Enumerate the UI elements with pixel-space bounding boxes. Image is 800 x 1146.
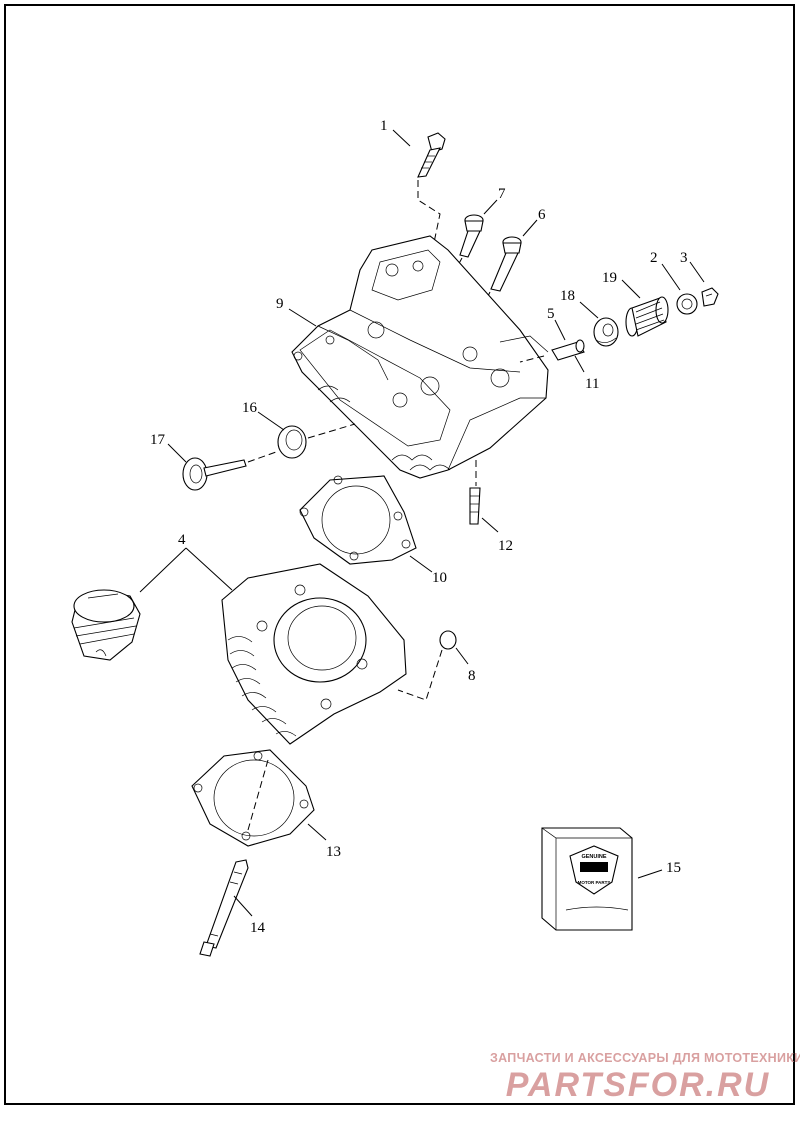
part-1-head-bolt	[417, 132, 446, 178]
callout-8: 8	[468, 668, 476, 684]
part-9-cylinder-head	[291, 235, 549, 479]
part-16-valve-seat	[277, 425, 307, 459]
part-4-cylinder	[221, 563, 407, 745]
callout-13: 13	[326, 844, 341, 860]
part-13-base-gasket	[191, 749, 315, 847]
part-3-keepers	[701, 287, 719, 307]
part-12-stud	[469, 487, 481, 525]
watermark-caption: ЗАПЧАСТИ И АКСЕССУАРЫ ДЛЯ МОТОТЕХНИКИ	[490, 1051, 800, 1065]
callout-12: 12	[498, 538, 513, 554]
part-10-head-gasket	[299, 475, 417, 565]
callout-18: 18	[560, 288, 575, 304]
badge-top-text: GENUINE	[581, 854, 606, 860]
callout-7: 7	[498, 186, 506, 202]
callout-10: 10	[432, 570, 447, 586]
callout-2: 2	[650, 250, 658, 266]
part-7-bolt	[459, 214, 484, 258]
callout-4: 4	[178, 532, 186, 548]
callout-6: 6	[538, 207, 546, 223]
diagram-frame	[4, 4, 795, 1105]
part-4-piston	[71, 589, 141, 661]
callout-19: 19	[602, 270, 617, 286]
part-19-valve-spring	[625, 296, 669, 337]
part-14-cylinder-stud	[199, 859, 249, 957]
callout-1: 1	[380, 118, 388, 134]
watermark-logo: PARTSFOR.RU	[506, 1066, 770, 1104]
genuine-motor-parts-badge-icon: GENUINE MOTOR PARTS	[569, 845, 619, 895]
part-8-dowel	[439, 630, 457, 650]
part-6-bolt	[490, 236, 522, 292]
part-15-kit-box: GENUINE MOTOR PARTS	[541, 827, 633, 931]
part-2-retainer	[676, 293, 698, 315]
callout-3: 3	[680, 250, 688, 266]
part-17-valve	[182, 457, 247, 491]
callout-15: 15	[666, 860, 681, 876]
part-5-valve-guide	[551, 339, 585, 361]
callout-11: 11	[585, 376, 599, 392]
callout-17: 17	[150, 432, 166, 448]
callout-16: 16	[242, 400, 258, 416]
callout-9: 9	[276, 296, 284, 312]
callout-5: 5	[547, 306, 555, 322]
part-18-valve-seal	[593, 317, 619, 347]
callout-14: 14	[250, 920, 266, 936]
watermark-logo-text: PARTSFOR.RU	[506, 1066, 770, 1104]
badge-bottom-text: MOTOR PARTS	[578, 880, 611, 885]
